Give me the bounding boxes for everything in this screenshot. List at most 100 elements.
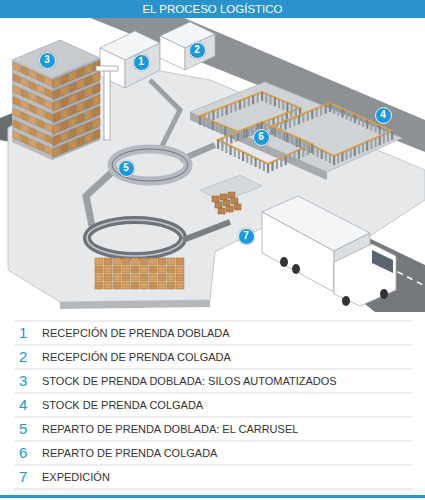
box-stack <box>167 282 175 289</box>
stored-box <box>45 111 52 121</box>
row-separator <box>14 393 412 394</box>
hanging-garment <box>374 138 376 147</box>
hanging-garment <box>224 127 226 136</box>
wheel <box>342 296 350 306</box>
hanging-garment <box>298 150 300 159</box>
stored-box <box>37 119 44 129</box>
hanging-garment <box>234 102 236 111</box>
hanging-garment <box>375 124 377 133</box>
hanging-garment <box>325 105 327 114</box>
stored-box <box>29 138 36 148</box>
box-stack <box>113 258 121 265</box>
lower-conveyor <box>87 220 183 256</box>
stored-box <box>45 134 52 144</box>
list-number: 5 <box>19 420 27 438</box>
callout-number: 5 <box>123 163 129 173</box>
stored-box <box>53 77 60 88</box>
callout-circle: 2 <box>189 42 206 59</box>
box-stack <box>113 282 121 289</box>
stored-box <box>37 96 44 106</box>
stored-box <box>53 100 60 111</box>
hanging-garment <box>333 105 335 114</box>
carousel-rail <box>112 149 188 181</box>
conveyor-belt <box>183 222 230 240</box>
box-stack <box>95 266 103 273</box>
box-stack <box>158 282 166 289</box>
hanging-garment <box>246 154 248 163</box>
box-stack <box>104 282 112 289</box>
trailer-side <box>262 212 334 292</box>
hanging-garment <box>362 118 364 127</box>
hanging-garment <box>280 158 282 167</box>
stored-box <box>93 129 100 140</box>
stored-box <box>45 88 52 98</box>
hanging-garment <box>276 160 278 169</box>
hanging-garment <box>379 136 381 145</box>
stored-box <box>29 92 36 102</box>
stored-box <box>77 113 84 124</box>
hanging-garment <box>337 154 339 163</box>
stored-box <box>13 120 20 130</box>
dispatch-box <box>228 192 235 198</box>
hanging-garment <box>278 99 280 108</box>
box-stack <box>149 258 157 265</box>
row-separator <box>14 369 412 370</box>
hanging-garment <box>230 104 232 113</box>
list-number: 1 <box>19 324 27 342</box>
hanging-garment <box>230 146 232 155</box>
dispatch-box <box>231 198 238 204</box>
box-stack <box>131 258 139 265</box>
stored-box <box>85 121 92 132</box>
list-number: 2 <box>19 348 27 366</box>
list-text: STOCK DE PRENDA COLGADA <box>42 398 203 412</box>
crane-arm <box>96 66 118 71</box>
hanging-garment <box>358 116 360 125</box>
box-stack <box>176 266 184 273</box>
stored-box <box>69 116 76 127</box>
stored-box <box>93 83 100 94</box>
list-text: RECEPCIÓN DE PRENDA COLGADA <box>42 350 231 364</box>
box-stack <box>113 274 121 281</box>
stored-box <box>13 131 20 141</box>
robot-crane <box>104 70 110 140</box>
list-text: STOCK DE PRENDA DOBLADA: SILOS AUTOMATIZ… <box>42 374 337 388</box>
callout-number: 2 <box>194 45 200 55</box>
hanging-garment <box>221 142 223 151</box>
stored-box <box>37 142 44 152</box>
hanging-garment <box>242 152 244 161</box>
hanging-garment <box>293 152 295 161</box>
stored-box <box>45 122 52 132</box>
stored-box <box>29 115 36 125</box>
hanging-garments <box>199 92 393 173</box>
callout-number: 1 <box>138 57 144 67</box>
hanging-garment <box>255 158 257 167</box>
stored-box <box>77 136 84 147</box>
footer-line <box>0 495 425 498</box>
stored-box <box>77 125 84 136</box>
stored-box <box>77 67 84 78</box>
stored-box <box>21 123 28 133</box>
hanging-garment <box>302 148 304 157</box>
hanging-garment <box>285 156 287 165</box>
callout-circle: 3 <box>39 52 56 69</box>
box-stack <box>158 258 166 265</box>
stored-box <box>93 72 100 83</box>
hanging-garment <box>241 130 243 139</box>
hanging-garment <box>203 118 205 127</box>
box-stack <box>131 274 139 281</box>
conveyor-belt <box>150 80 180 150</box>
stored-box <box>61 120 68 131</box>
box-stack <box>167 258 175 265</box>
hanging-garment <box>333 156 335 165</box>
hanging-garment <box>259 160 261 169</box>
hanging-garment <box>370 140 372 149</box>
hanging-garment <box>217 140 219 149</box>
hanging-garment <box>311 110 313 119</box>
hanging-garment <box>329 103 331 112</box>
hanging-garment <box>282 101 284 110</box>
box-stack <box>131 266 139 273</box>
box-stack <box>140 274 148 281</box>
hanging-garment <box>370 122 372 131</box>
dispatch-box <box>226 206 233 212</box>
